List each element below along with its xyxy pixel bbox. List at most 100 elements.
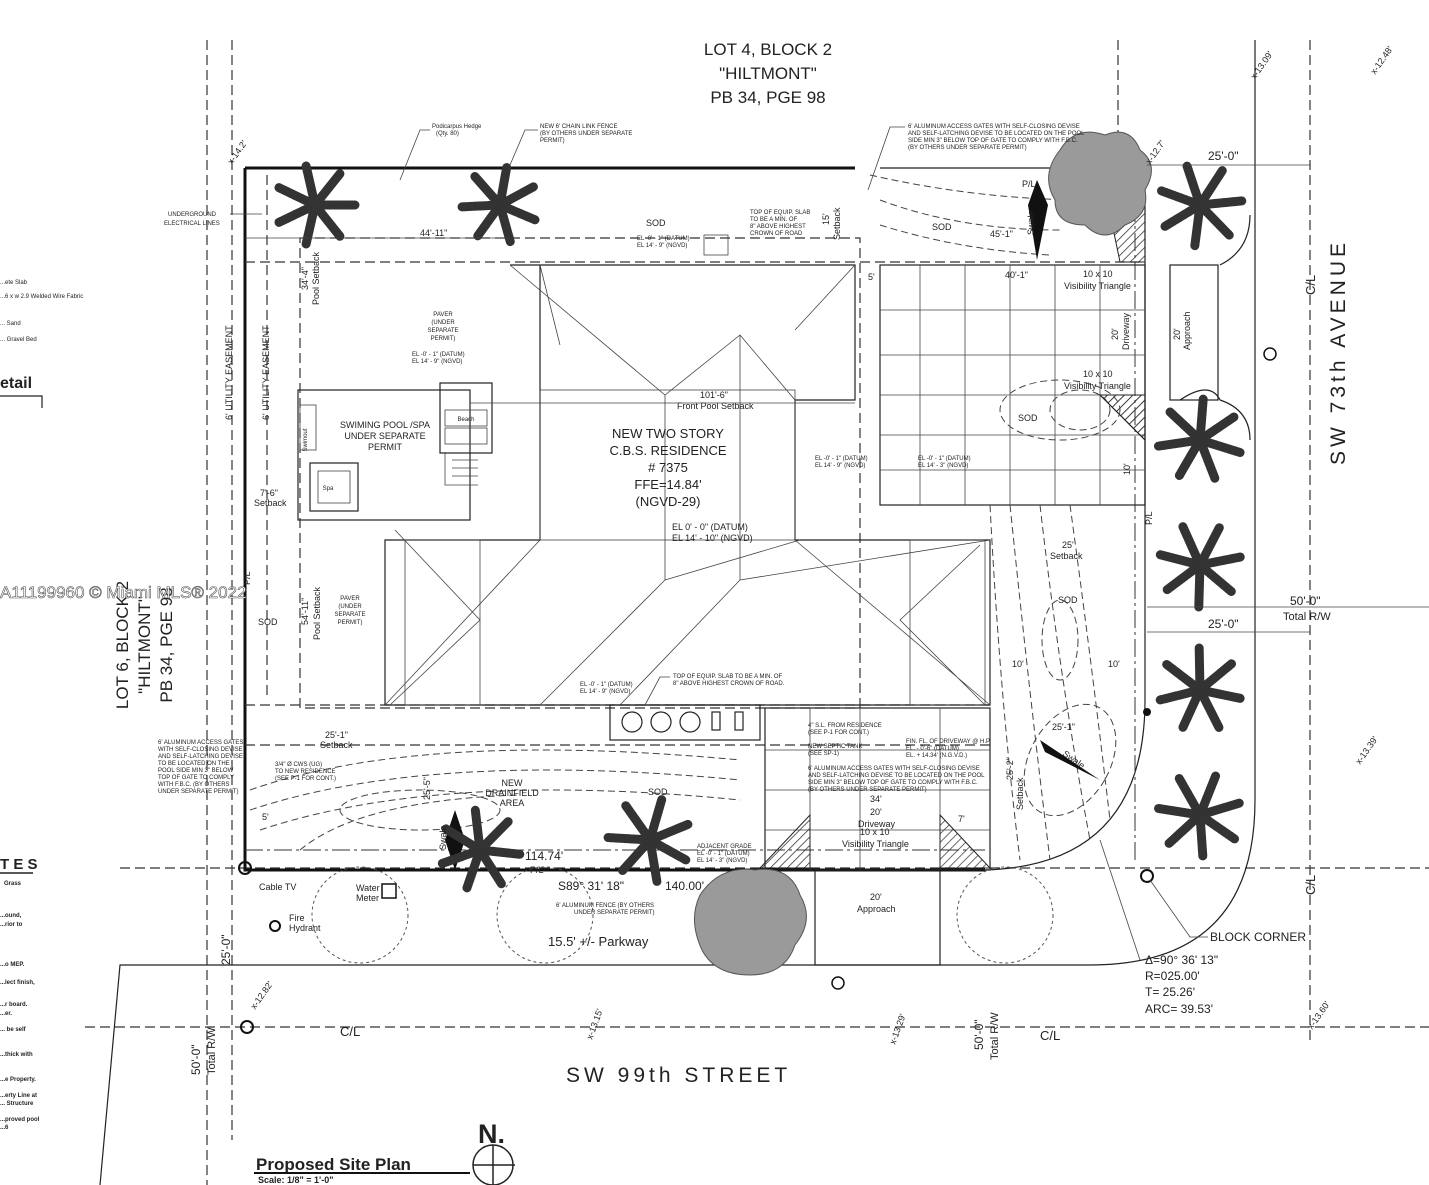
svg-text:EL 14' - 9" (NGVD): EL 14' - 9" (NGVD) (580, 689, 630, 695)
svg-text:(BY OTHERS UNDER SEPARATE: (BY OTHERS UNDER SEPARATE (540, 131, 632, 137)
shade-trees (311, 131, 1152, 976)
svg-text:Spa: Spa (323, 486, 334, 492)
palm-tree-icon (274, 161, 360, 249)
svg-text:(BY OTHERS UNDER SEPARATE PERM: (BY OTHERS UNDER SEPARATE PERMIT) (808, 787, 927, 793)
svg-text:R=025.00': R=025.00' (1145, 969, 1200, 983)
svg-text:Visibility Triangle: Visibility Triangle (1064, 281, 1131, 291)
svg-text:PERMIT): PERMIT) (431, 336, 456, 342)
svg-text:EL 14' - 3" (NGVD): EL 14' - 3" (NGVD) (918, 463, 968, 469)
svg-text:ELECTRICAL LINES: ELECTRICAL LINES (164, 221, 220, 227)
svg-text:"HILTMONT": "HILTMONT" (719, 64, 817, 83)
svg-text:50'-0": 50'-0" (189, 1044, 203, 1075)
svg-text:C/L: C/L (1303, 275, 1318, 295)
svg-text:AND SELF-LATCHING DEVISE TO BE: AND SELF-LATCHING DEVISE TO BE LOCATED O… (808, 773, 985, 779)
svg-text:... Gravel Bed: ... Gravel Bed (0, 337, 37, 343)
svg-text:Visibility Triangle: Visibility Triangle (842, 839, 909, 849)
svg-text:Fire: Fire (289, 913, 305, 923)
svg-text:# 7375: # 7375 (648, 460, 688, 475)
svg-text:Pool Setback: Pool Setback (311, 251, 321, 305)
svg-text:25'-1": 25'-1" (1052, 722, 1075, 732)
svg-text:EL -0' - 1" (DATUM): EL -0' - 1" (DATUM) (697, 851, 750, 857)
svg-text:4" S.L. FROM RESIDENCE: 4" S.L. FROM RESIDENCE (808, 723, 882, 729)
svg-text:(Qty. 80): (Qty. 80) (436, 131, 459, 137)
svg-text:...ete Slab: ...ete Slab (0, 280, 28, 286)
palm-tree-icon (1154, 771, 1245, 862)
svg-text:SOD: SOD (646, 218, 666, 228)
svg-text:C.B.S. RESIDENCE: C.B.S. RESIDENCE (609, 443, 726, 458)
svg-text:15.5' +/- Parkway: 15.5' +/- Parkway (548, 934, 649, 949)
watermark: A11199960 © Miami MLS® 2022 (0, 583, 247, 602)
svg-text:SIDE MIN 3" BELOW TOP OF GATE: SIDE MIN 3" BELOW TOP OF GATE TO COMPLY … (808, 780, 978, 786)
svg-text:Δ=90° 36' 13": Δ=90° 36' 13" (1145, 953, 1218, 967)
svg-text:PERMIT): PERMIT) (540, 138, 565, 144)
residence-footprint (384, 264, 991, 706)
svg-text:EL -0' - 1" (DATUM): EL -0' - 1" (DATUM) (815, 456, 868, 462)
svg-text:...erty Line at: ...erty Line at (0, 1093, 37, 1099)
svg-text:S89° 31' 18": S89° 31' 18" (558, 879, 624, 893)
svg-text:25'-0": 25'-0" (219, 934, 233, 965)
svg-text:25'-5": 25'-5" (422, 777, 432, 800)
svg-text:Total R/W: Total R/W (1283, 611, 1331, 623)
svg-text:C/L: C/L (340, 1024, 360, 1039)
svg-text:25'-0": 25'-0" (1208, 617, 1239, 631)
svg-text:...e Property.: ...e Property. (0, 1077, 36, 1083)
svg-text:EL -0' - 1" (DATUM): EL -0' - 1" (DATUM) (918, 456, 971, 462)
palm-tree-icon (457, 163, 540, 247)
svg-text:T= 25.26': T= 25.26' (1145, 985, 1195, 999)
svg-text:C/L: C/L (1040, 1028, 1060, 1043)
east-driveway-pavers (879, 164, 1219, 506)
svg-text:(SEE P-1 FOR CONT.): (SEE P-1 FOR CONT.) (808, 730, 869, 736)
svg-text:EL 14' - 9" (NGVD): EL 14' - 9" (NGVD) (412, 359, 462, 365)
svg-text:...thick with: ...thick with (0, 1052, 33, 1058)
svg-text:UNDER SEPARATE PERMIT): UNDER SEPARATE PERMIT) (158, 789, 238, 795)
svg-text:SOD: SOD (1058, 595, 1078, 605)
survey-markers (238, 347, 1277, 1034)
svg-text:25': 25' (1062, 540, 1074, 550)
svg-text:25'-1": 25'-1" (325, 730, 348, 740)
svg-text:Front Pool Setback: Front Pool Setback (677, 401, 754, 411)
svg-text:P/L: P/L (1022, 179, 1036, 189)
callout-notes: Podicarpus Hedge (Qty. 80) NEW 6' CHAIN … (158, 124, 1085, 916)
svg-text:LOT 6, BLOCK 2: LOT 6, BLOCK 2 (113, 581, 132, 709)
svg-text:(BY OTHERS UNDER SEPARATE PERM: (BY OTHERS UNDER SEPARATE PERMIT) (908, 145, 1027, 151)
svg-text:Swimout: Swimout (303, 428, 309, 451)
svg-text:SOD: SOD (1018, 413, 1038, 423)
residence-elevation: EL 14' - 10" (NGVD) (672, 533, 753, 543)
palm-tree-icon (1156, 160, 1247, 252)
svg-text:Cable TV: Cable TV (259, 882, 296, 892)
svg-text:20': 20' (870, 807, 882, 817)
svg-text:Proposed Site Plan: Proposed Site Plan (256, 1155, 411, 1174)
svg-text:Approach: Approach (1182, 311, 1192, 350)
svg-text:UNDER SEPARATE PERMIT): UNDER SEPARATE PERMIT) (574, 910, 654, 916)
svg-text:Setback: Setback (1015, 777, 1025, 810)
svg-text:AND SELF-LATCHING DEVISE: AND SELF-LATCHING DEVISE (158, 754, 243, 760)
svg-text:NEW SEPTIC TANK: NEW SEPTIC TANK (808, 744, 862, 750)
svg-text:Podicarpus Hedge: Podicarpus Hedge (432, 124, 482, 130)
svg-text:SEPARATE: SEPARATE (334, 612, 365, 618)
svg-text:WITH SELF-CLOSING DEVISE: WITH SELF-CLOSING DEVISE (158, 747, 243, 753)
svg-text:44'-11": 44'-11" (420, 228, 447, 238)
svg-text:7': 7' (958, 814, 965, 824)
svg-text:...o MEP.: ...o MEP. (0, 962, 25, 968)
svg-text:EL 14' - 9" (NGVD): EL 14' - 9" (NGVD) (815, 463, 865, 469)
svg-text:(UNDER: (UNDER (338, 604, 362, 610)
svg-text:50'-0": 50'-0" (1290, 594, 1321, 608)
svg-text:20': 20' (1110, 328, 1120, 340)
svg-text:...er.: ...er. (0, 1011, 12, 1017)
svg-text:SOD: SOD (932, 222, 952, 232)
svg-text:20': 20' (870, 892, 882, 902)
svg-text:Setback: Setback (254, 498, 287, 508)
svg-text:TOP OF EQUIP. SLAB: TOP OF EQUIP. SLAB (750, 210, 810, 216)
svg-text:x-12.82': x-12.82' (248, 979, 275, 1011)
paver-label-west: PAVER (UNDER SEPARATE PERMIT) (334, 596, 365, 626)
grade-contours (249, 174, 1121, 861)
svg-text:ARC= 39.53': ARC= 39.53' (1145, 1002, 1213, 1016)
road-edges (99, 40, 1256, 1185)
svg-text:SOD: SOD (648, 787, 668, 797)
svg-text:...proved pool: ...proved pool (0, 1117, 40, 1123)
svg-text:10 x 10: 10 x 10 (1083, 369, 1113, 379)
svg-text:Hydrant: Hydrant (289, 923, 321, 933)
svg-text:Scale: 1/8" = 1'-0": Scale: 1/8" = 1'-0" (258, 1175, 333, 1185)
svg-text:(UNDER: (UNDER (431, 320, 455, 326)
